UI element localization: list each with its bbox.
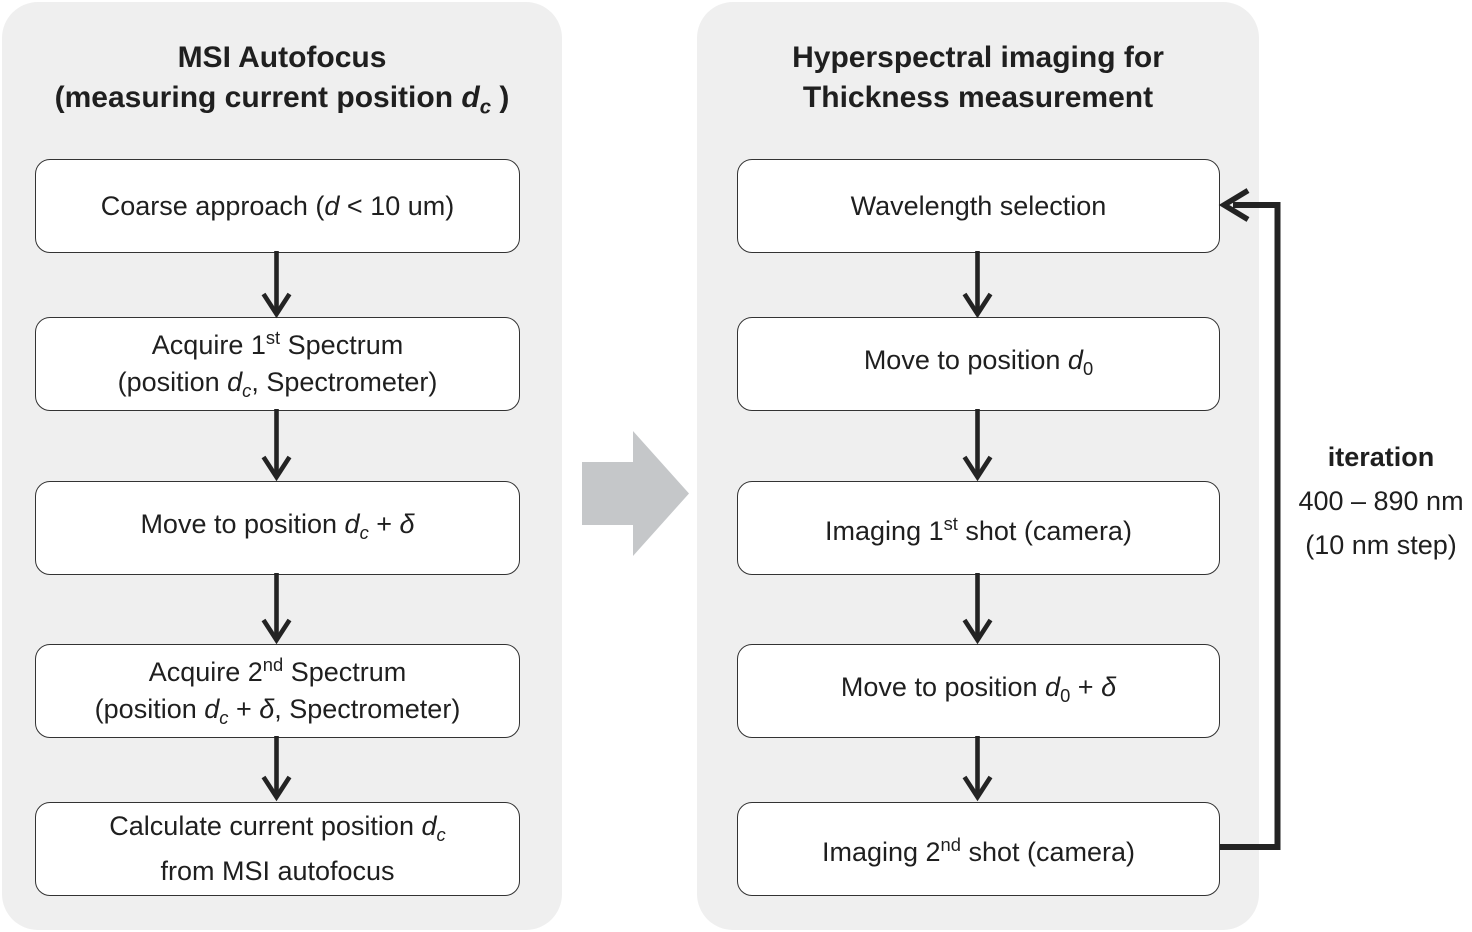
flow-box-text: from MSI autofocus bbox=[160, 855, 395, 886]
flow-box-text: Calculate current position dc bbox=[109, 811, 446, 845]
left-panel-title-line2: (measuring current position dc ) bbox=[54, 81, 510, 119]
right-panel-title-line1: Hyperspectral imaging for bbox=[792, 41, 1164, 74]
flow-box-imaging-first-shot: Imaging 1st shot (camera) bbox=[737, 481, 1220, 575]
flow-box-text: Acquire 1st Spectrum bbox=[151, 327, 404, 361]
right-panel-title-line2: Thickness measurement bbox=[802, 81, 1154, 114]
iteration-annotation: iteration 400 – 890 nm (10 nm step) bbox=[1290, 435, 1472, 567]
flow-box-text: (position dc, Spectrometer) bbox=[117, 367, 438, 401]
iteration-range: 400 – 890 nm bbox=[1298, 486, 1464, 516]
flow-box-text: Imaging 1st shot (camera) bbox=[825, 513, 1132, 547]
flow-box-text: Imaging 2nd shot (camera) bbox=[821, 834, 1136, 868]
flow-box-text: Move to position d0 bbox=[863, 344, 1094, 379]
flow-box-move-to-position-d0-plus-delta: Move to position d0 + δ bbox=[737, 644, 1220, 738]
left-panel-title: MSI Autofocus (measuring current positio… bbox=[2, 38, 562, 128]
flow-box-text: Acquire 2nd Spectrum bbox=[148, 654, 407, 688]
flow-box-acquire-second-spectrum: Acquire 2nd Spectrum (position dc + δ, S… bbox=[35, 644, 520, 738]
hyperspectral-imaging-panel: Hyperspectral imaging for Thickness meas… bbox=[697, 2, 1259, 930]
flow-box-text: Coarse approach (d < 10 um) bbox=[100, 190, 455, 221]
flow-box-move-to-position-dc-plus-delta: Move to position dc + δ bbox=[35, 481, 520, 575]
left-panel-title-line1: MSI Autofocus bbox=[177, 41, 387, 74]
iteration-title: iteration bbox=[1327, 442, 1435, 472]
flow-box-move-to-position-d0: Move to position d0 bbox=[737, 317, 1220, 411]
flow-box-wavelength-selection: Wavelength selection bbox=[737, 159, 1220, 253]
flow-box-text: (position dc + δ, Spectrometer) bbox=[94, 694, 461, 728]
flow-box-coarse-approach: Coarse approach (d < 10 um) bbox=[35, 159, 520, 253]
right-panel-title: Hyperspectral imaging for Thickness meas… bbox=[697, 38, 1259, 118]
flow-box-imaging-second-shot: Imaging 2nd shot (camera) bbox=[737, 802, 1220, 896]
flow-box-text: Wavelength selection bbox=[850, 190, 1107, 221]
flow-box-acquire-first-spectrum: Acquire 1st Spectrum (position dc, Spect… bbox=[35, 317, 520, 411]
msi-autofocus-panel: MSI Autofocus (measuring current positio… bbox=[2, 2, 562, 930]
iteration-step: (10 nm step) bbox=[1305, 530, 1457, 560]
flow-box-calculate-current-position: Calculate current position dc from MSI a… bbox=[35, 802, 520, 896]
flow-box-text: Move to position d0 + δ bbox=[840, 671, 1117, 706]
flow-box-text: Move to position dc + δ bbox=[140, 508, 415, 543]
panel-transition-arrow-icon bbox=[582, 431, 689, 556]
